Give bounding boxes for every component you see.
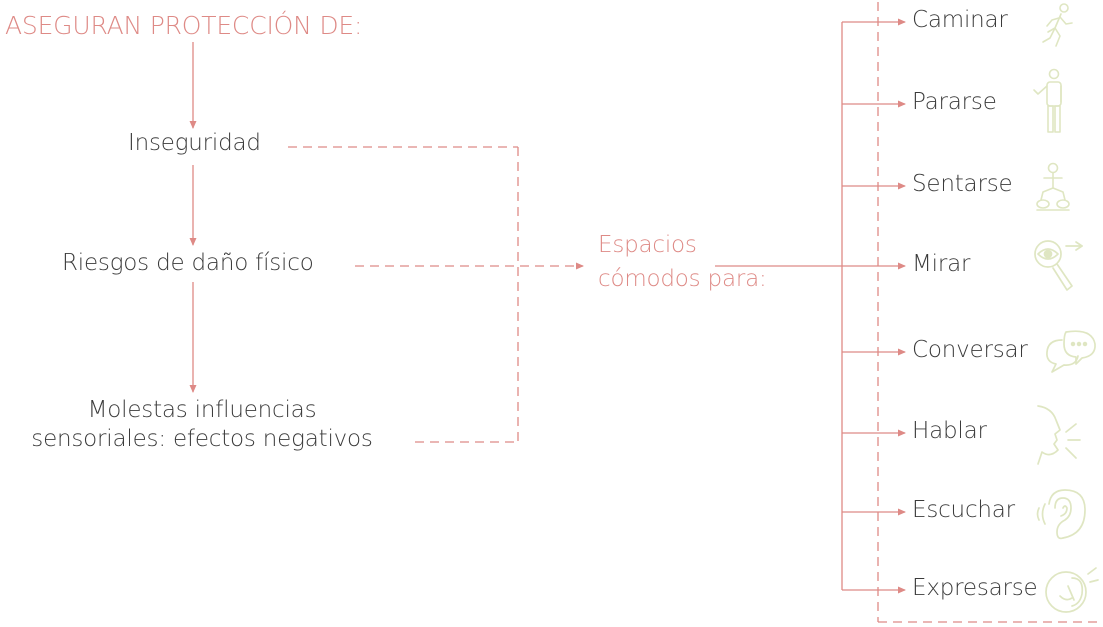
- activity-mirar: Mirar: [912, 251, 971, 277]
- standing-icon: [1033, 68, 1062, 133]
- speech-bubbles-icon: [1046, 330, 1096, 373]
- threat-inseguridad: Inseguridad: [128, 130, 261, 156]
- activity-sentarse: Sentarse: [912, 171, 1013, 197]
- activity-hablar: Hablar: [912, 418, 987, 444]
- ear-icon: [1036, 489, 1086, 540]
- activity-pararse: Pararse: [912, 89, 997, 115]
- activity-conversar: Conversar: [912, 337, 1028, 363]
- activity-escuchar: Escuchar: [912, 497, 1015, 523]
- head-expression-icon: [1045, 567, 1099, 613]
- sitting-icon: [1036, 162, 1070, 211]
- diagram-heading: ASEGURAN PROTECCIÓN DE:: [5, 11, 363, 40]
- threat-riesgos: Riesgos de daño físico: [62, 250, 314, 276]
- eye-magnifier-icon: [1034, 240, 1083, 291]
- activity-caminar: Caminar: [912, 7, 1008, 33]
- activity-expresarse: Expresarse: [912, 575, 1038, 601]
- walking-icon: [1042, 3, 1073, 47]
- threat-molestas-line1: Molestas influencias: [87, 397, 317, 423]
- threat-molestas-line2: sensoriales: efectos negativos: [31, 426, 373, 452]
- speaking-face-icon: [1037, 405, 1081, 465]
- target-line1: Espacios: [598, 232, 697, 258]
- target-line2: cómodos para:: [598, 266, 767, 292]
- target-label: Espacios cómodos para:: [598, 228, 767, 296]
